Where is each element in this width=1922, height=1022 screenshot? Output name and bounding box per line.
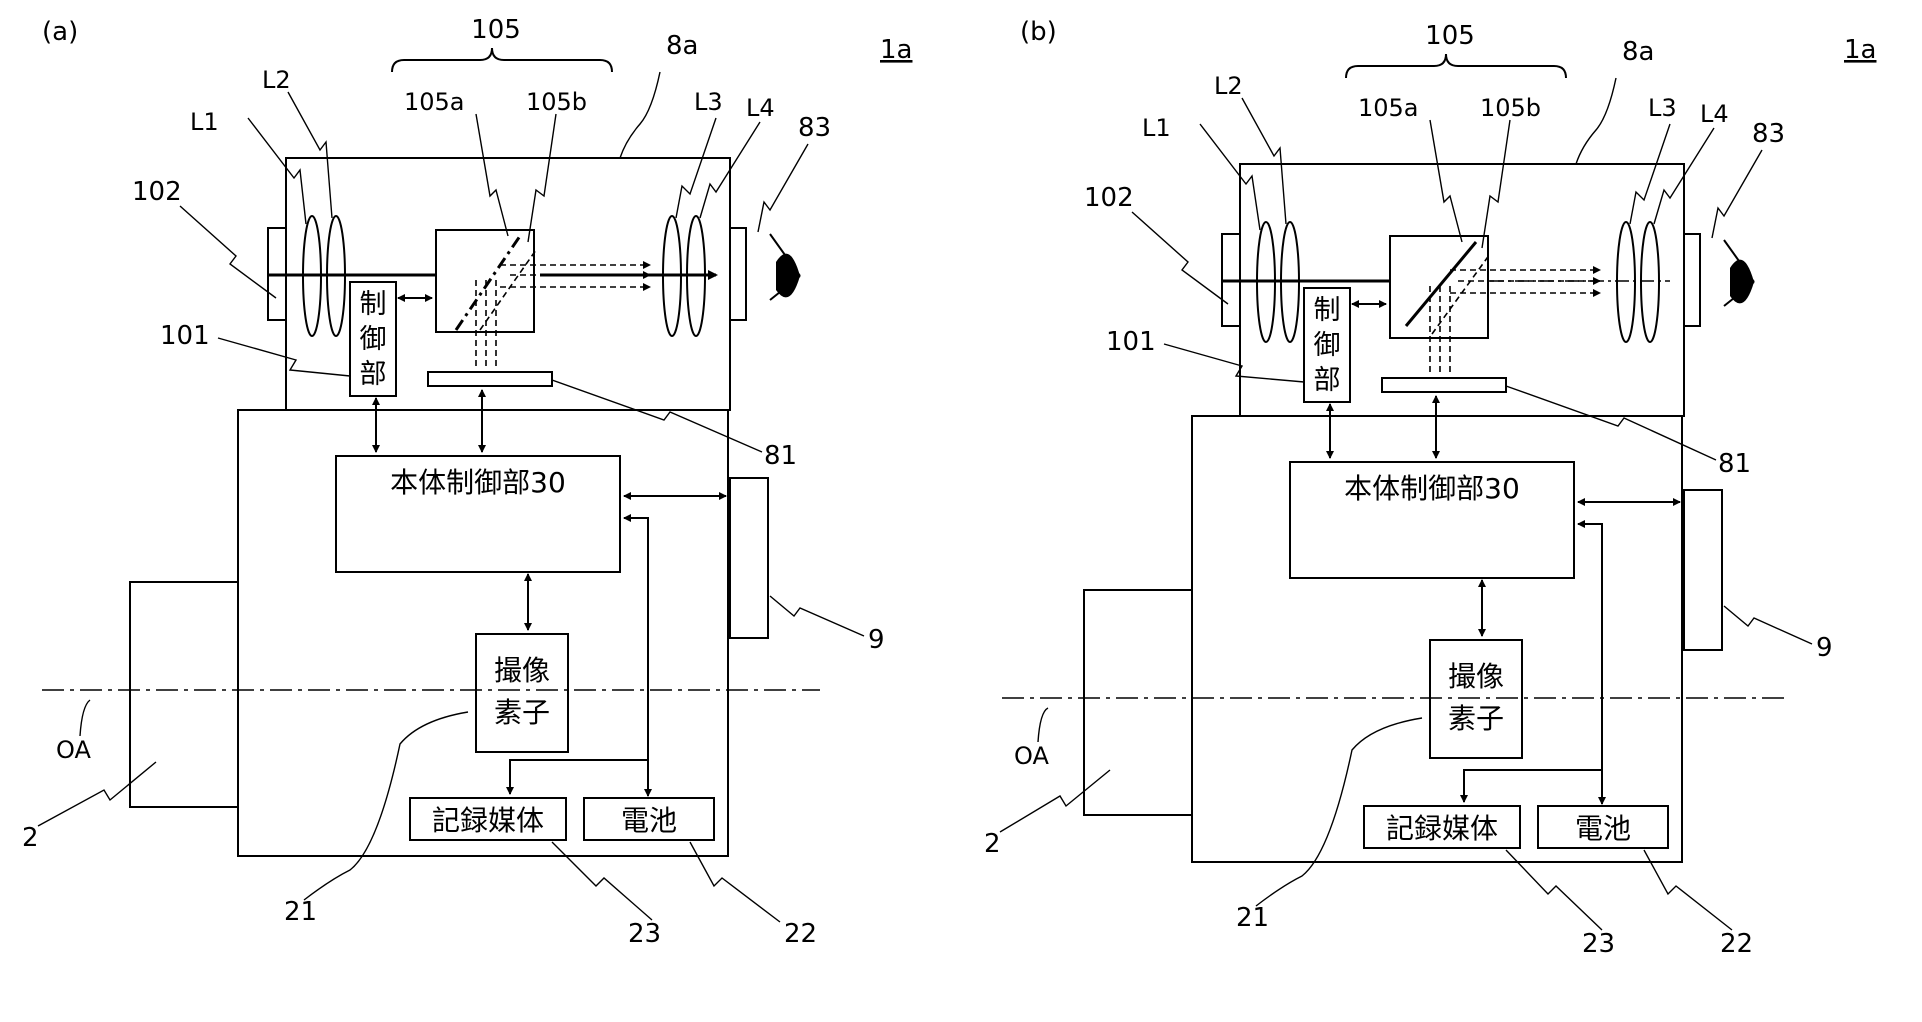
controller-box bbox=[1303, 287, 1351, 403]
leader-lines bbox=[37, 71, 865, 923]
eyepiece-window bbox=[729, 227, 747, 321]
label-22: 22 bbox=[784, 919, 817, 949]
label-l1: L1 bbox=[1142, 114, 1171, 142]
label-oa: OA bbox=[1014, 742, 1049, 770]
controller-char-1: 制 bbox=[1314, 295, 1341, 326]
panel-a: (a) 1a bbox=[22, 15, 912, 949]
brace bbox=[1345, 53, 1567, 79]
label-2: 2 bbox=[984, 829, 1001, 859]
panel-tag: (b) bbox=[1020, 17, 1057, 47]
label-81: 81 bbox=[764, 441, 797, 471]
eye-icon bbox=[1723, 239, 1755, 307]
label-21: 21 bbox=[284, 897, 317, 927]
eye-icon bbox=[769, 233, 801, 301]
recording-media-box bbox=[409, 797, 567, 841]
label-8a: 8a bbox=[666, 31, 698, 61]
sensor-plate bbox=[427, 371, 553, 387]
main-battery-line bbox=[623, 514, 649, 760]
main-control-label: 本体制御部30 bbox=[1344, 472, 1520, 505]
figure-ref: 1a bbox=[880, 35, 912, 65]
label-102: 102 bbox=[132, 177, 182, 207]
label-23: 23 bbox=[1582, 929, 1615, 959]
label-105a: 105a bbox=[404, 88, 465, 116]
label-22: 22 bbox=[1720, 929, 1753, 959]
image-sensor-line-1: 撮像 bbox=[1448, 660, 1504, 693]
half-mirror-105a bbox=[1404, 241, 1478, 327]
main-battery-line bbox=[1577, 520, 1603, 770]
label-83: 83 bbox=[1752, 119, 1785, 149]
label-l4: L4 bbox=[746, 94, 775, 122]
label-105: 105 bbox=[471, 15, 521, 45]
battery-box bbox=[1537, 805, 1669, 849]
prism-block bbox=[435, 229, 535, 333]
main-control-box bbox=[335, 455, 621, 573]
battery-label: 電池 bbox=[621, 804, 677, 837]
controller-char-2: 御 bbox=[1314, 330, 1341, 361]
label-l3: L3 bbox=[1648, 94, 1677, 122]
media-arrow bbox=[1460, 769, 1602, 803]
image-sensor-line-1: 撮像 bbox=[494, 654, 550, 687]
image-sensor-line-2: 素子 bbox=[494, 696, 550, 729]
battery-label: 電池 bbox=[1575, 812, 1631, 845]
eyepiece-window bbox=[1683, 233, 1701, 327]
monitor-panel bbox=[1683, 489, 1723, 651]
label-9: 9 bbox=[868, 625, 885, 655]
label-105a: 105a bbox=[1358, 94, 1419, 122]
label-105b: 105b bbox=[526, 88, 587, 116]
label-23: 23 bbox=[628, 919, 661, 949]
panel-b: (b) 1a 制 御 部 本体制御部30 bbox=[984, 17, 1876, 959]
image-sensor-box bbox=[1429, 639, 1523, 759]
label-105: 105 bbox=[1425, 21, 1475, 51]
monitor-panel bbox=[729, 477, 769, 639]
lens-l4 bbox=[1640, 221, 1660, 343]
image-sensor-box bbox=[475, 633, 569, 753]
main-control-label: 本体制御部30 bbox=[390, 466, 566, 499]
sensor-plate bbox=[1381, 377, 1507, 393]
label-l3: L3 bbox=[694, 88, 723, 116]
half-mirror-105b bbox=[479, 249, 537, 331]
panel-tag: (a) bbox=[42, 17, 78, 47]
label-9: 9 bbox=[1816, 633, 1833, 663]
label-21: 21 bbox=[1236, 903, 1269, 933]
label-105b: 105b bbox=[1480, 94, 1541, 122]
label-l2: L2 bbox=[262, 66, 291, 94]
label-101: 101 bbox=[160, 321, 210, 351]
lens-unit bbox=[129, 581, 239, 808]
label-101: 101 bbox=[1106, 327, 1156, 357]
controller-box bbox=[349, 281, 397, 397]
label-oa: OA bbox=[56, 736, 91, 764]
lens-unit bbox=[1083, 589, 1193, 816]
recording-media-label: 記録媒体 bbox=[1386, 812, 1498, 845]
recording-media-box bbox=[1363, 805, 1521, 849]
label-81: 81 bbox=[1718, 449, 1751, 479]
image-sensor-line-2: 素子 bbox=[1448, 702, 1504, 735]
brace bbox=[391, 47, 613, 73]
label-102: 102 bbox=[1084, 183, 1134, 213]
label-l1: L1 bbox=[190, 108, 219, 136]
controller-char-3: 部 bbox=[1314, 365, 1341, 396]
battery-box bbox=[583, 797, 715, 841]
label-l4: L4 bbox=[1700, 100, 1729, 128]
controller-char-3: 部 bbox=[360, 359, 387, 390]
main-control-box bbox=[1289, 461, 1575, 579]
lens-l3 bbox=[1616, 221, 1636, 343]
half-mirror-105b bbox=[1431, 253, 1491, 335]
controller-char-1: 制 bbox=[360, 289, 387, 320]
label-2: 2 bbox=[22, 823, 39, 853]
label-l2: L2 bbox=[1214, 72, 1243, 100]
media-arrow bbox=[506, 759, 648, 795]
controller-char-2: 御 bbox=[360, 324, 387, 355]
half-mirror-105a bbox=[454, 235, 522, 331]
label-8a: 8a bbox=[1622, 37, 1654, 67]
label-83: 83 bbox=[798, 113, 831, 143]
figure-ref: 1a bbox=[1844, 35, 1876, 65]
leader-lines bbox=[999, 77, 1813, 931]
recording-media-label: 記録媒体 bbox=[432, 804, 544, 837]
